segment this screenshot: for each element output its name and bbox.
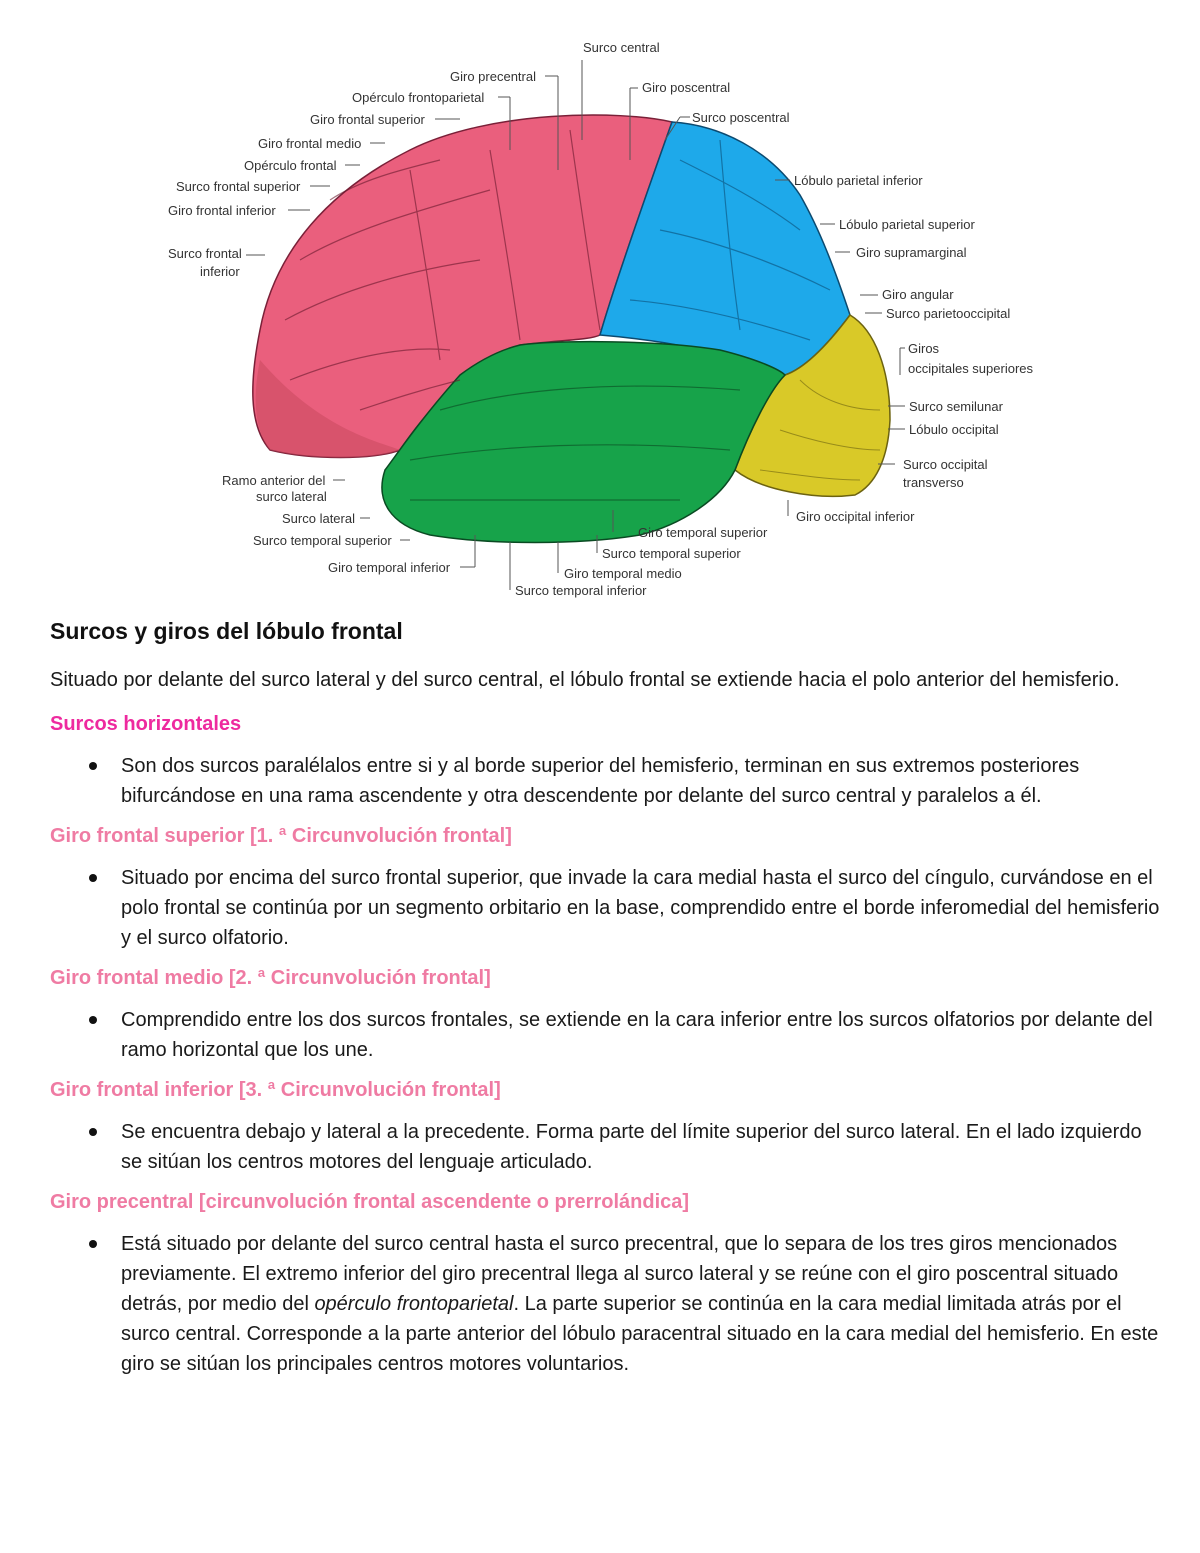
label-giro-occipital-inferior: Giro occipital inferior — [796, 509, 915, 524]
label-giro-temporal-medio: Giro temporal medio — [564, 566, 682, 581]
label-surco-frontal-inferior-line1: Surco frontal — [168, 246, 242, 261]
label-operculo-frontal: Opérculo frontal — [244, 158, 337, 173]
section-list-giro-frontal-inferior: Se encuentra debajo y lateral a la prece… — [50, 1117, 1160, 1177]
label-surco-temporal-superior-bottom: Surco temporal superior — [602, 546, 741, 561]
section-heading-surcos-horizontales: Surcos horizontales — [50, 713, 242, 735]
label-surco-lateral: Surco lateral — [282, 511, 355, 526]
label-operculo-frontoparietal: Opérculo frontoparietal — [352, 90, 484, 105]
label-surco-frontal-superior: Surco frontal superior — [176, 179, 301, 194]
temporal-lobe — [381, 340, 787, 544]
occipital-lobe — [734, 314, 891, 498]
section-list-giro-precentral: Está situado por delante del surco centr… — [50, 1229, 1160, 1379]
parietal-gyri-texture — [629, 139, 831, 341]
label-giros-occipitales-line2: occipitales superiores — [908, 361, 1034, 376]
label-lobulo-parietal-superior: Lóbulo parietal superior — [839, 217, 976, 232]
frontal-gyri-texture — [284, 129, 601, 411]
section-heading-giro-frontal-superior: Giro frontal superior [1. ª Circunvoluci… — [50, 825, 512, 847]
label-surco-temporal-inferior: Surco temporal inferior — [515, 583, 647, 598]
label-giro-poscentral: Giro poscentral — [642, 80, 730, 95]
label-surco-poscentral: Surco poscentral — [692, 110, 790, 125]
label-surco-frontal-inferior-line2: inferior — [200, 264, 240, 279]
list-item-text-before: Está situado por delante del surco centr… — [121, 1233, 1119, 1315]
occipital-gyri-texture — [759, 379, 881, 481]
list-item-text-emphasis: opérculo frontoparietal — [314, 1293, 514, 1315]
list-item: Está situado por delante del surco centr… — [89, 1229, 1160, 1379]
temporal-gyri-texture — [409, 385, 741, 501]
label-giro-angular: Giro angular — [882, 287, 954, 302]
label-surco-occipital-transverso-line2: transverso — [903, 475, 964, 490]
label-giro-frontal-medio: Giro frontal medio — [258, 136, 361, 151]
label-giro-temporal-superior: Giro temporal superior — [638, 525, 768, 540]
brain-diagram: Surco central Giro precentral Giro posce… — [168, 40, 1034, 598]
label-ramo-anterior-line2: surco lateral — [256, 489, 327, 504]
label-surco-temporal-superior-left: Surco temporal superior — [253, 533, 392, 548]
frontal-base-shadow — [255, 360, 400, 458]
label-giros-occipitales-line1: Giros — [908, 341, 940, 356]
section-list-giro-frontal-medio: Comprendido entre los dos surcos frontal… — [50, 1005, 1160, 1065]
label-surco-semilunar: Surco semilunar — [909, 399, 1004, 414]
document-title: Surcos y giros del lóbulo frontal — [50, 618, 403, 644]
label-giro-frontal-inferior: Giro frontal inferior — [168, 203, 276, 218]
section-heading-giro-precentral: Giro precentral [circunvolución frontal … — [50, 1191, 690, 1213]
list-item-text-after: . La parte superior se continúa en la ca… — [121, 1293, 1159, 1375]
list-item: Son dos surcos paralélalos entre si y al… — [89, 751, 1160, 811]
label-giro-supramarginal: Giro supramarginal — [856, 245, 967, 260]
label-lobulo-occipital: Lóbulo occipital — [909, 422, 999, 437]
list-item: Situado por encima del surco frontal sup… — [89, 863, 1160, 953]
brain-lateral-view-figure: Surco central Giro precentral Giro posce… — [160, 30, 1040, 610]
leader-lines — [246, 60, 905, 590]
label-ramo-anterior-line1: Ramo anterior del — [222, 473, 325, 488]
section-list-giro-frontal-superior: Situado por encima del surco frontal sup… — [50, 863, 1160, 953]
label-surco-central: Surco central — [583, 40, 660, 55]
label-giro-precentral: Giro precentral — [450, 69, 536, 84]
list-item: Se encuentra debajo y lateral a la prece… — [89, 1117, 1160, 1177]
list-item: Comprendido entre los dos surcos frontal… — [89, 1005, 1160, 1065]
label-giro-frontal-superior: Giro frontal superior — [310, 112, 426, 127]
section-list-surcos-horizontales: Son dos surcos paralélalos entre si y al… — [50, 751, 1160, 811]
label-surco-occipital-transverso-line1: Surco occipital — [903, 457, 988, 472]
section-heading-giro-frontal-medio: Giro frontal medio [2. ª Circunvolución … — [50, 967, 491, 989]
label-lobulo-parietal-inferior: Lóbulo parietal inferior — [794, 173, 923, 188]
label-surco-parietooccipital: Surco parietooccipital — [886, 306, 1010, 321]
label-giro-temporal-inferior: Giro temporal inferior — [328, 560, 451, 575]
section-heading-giro-frontal-inferior: Giro frontal inferior [3. ª Circunvoluci… — [50, 1079, 501, 1101]
document-body: Surcos y giros del lóbulo frontal Situad… — [50, 618, 1160, 1389]
intro-paragraph: Situado por delante del surco lateral y … — [50, 669, 1120, 691]
